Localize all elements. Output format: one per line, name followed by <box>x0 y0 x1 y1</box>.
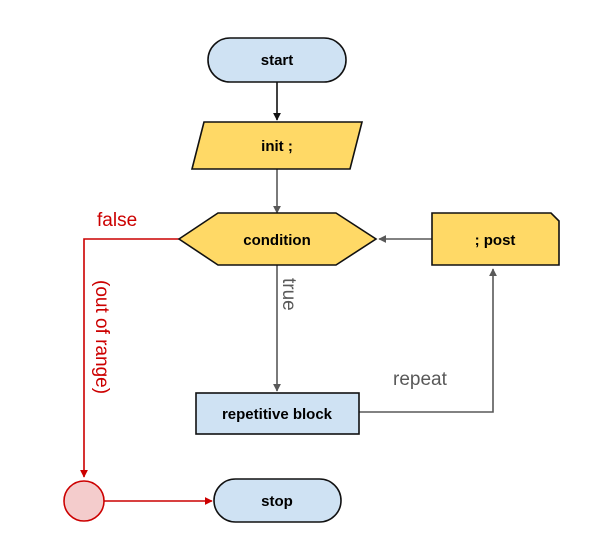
init-label: init ; <box>261 138 293 155</box>
edge-block-to-post <box>359 268 497 413</box>
false-label: false <box>97 210 137 231</box>
stop-terminal <box>213 478 342 523</box>
stop-label: stop <box>261 493 293 510</box>
condition-hexagon <box>177 212 378 266</box>
true-label: true <box>278 278 299 311</box>
repeat-label: repeat <box>393 369 448 390</box>
post-label: ; post <box>475 232 516 249</box>
repetitive-block-label: repetitive block <box>222 406 333 423</box>
init-parallelogram <box>190 121 364 170</box>
repetitive-block <box>195 392 360 435</box>
start-terminal <box>207 37 347 83</box>
condition-label: condition <box>243 232 311 249</box>
post-box <box>431 212 560 266</box>
edge-condition-false <box>80 238 179 478</box>
start-label: start <box>261 52 294 69</box>
junction-circle <box>63 480 105 522</box>
out-of-range-label: (out of range) <box>91 280 112 394</box>
